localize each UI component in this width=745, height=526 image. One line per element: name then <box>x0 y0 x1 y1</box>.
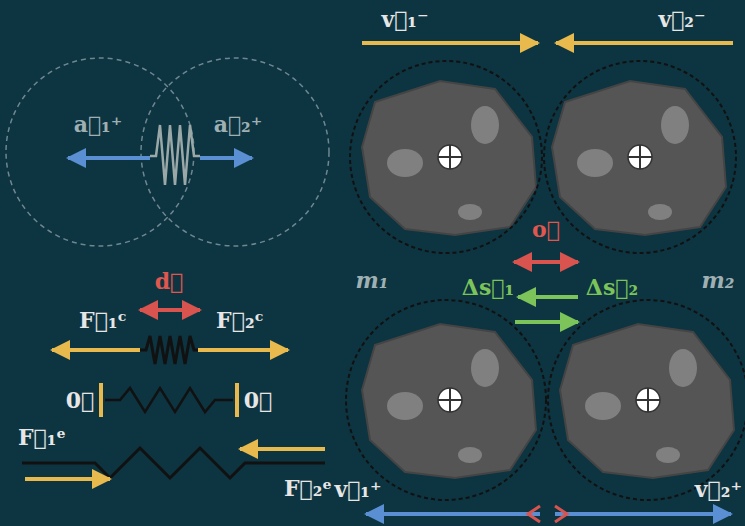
asteroids-top <box>350 61 736 253</box>
force-label: F⃗₁ᶜ <box>79 308 127 332</box>
shift-label: Δs⃗₁ <box>462 275 514 299</box>
velocity-label: v⃗₁⁻ <box>381 7 428 31</box>
zero-force-label: 0⃗ <box>244 388 273 412</box>
acceleration-label: a⃗₂⁺ <box>214 112 263 136</box>
mass-label: m₂ <box>702 268 735 292</box>
shift-label: Δs⃗₂ <box>586 275 638 299</box>
force-label: F⃗₂ᶜ <box>216 308 264 332</box>
displacement-label: d⃗ <box>155 269 184 293</box>
extended-spring <box>22 448 325 479</box>
acceleration-label: a⃗₁⁺ <box>74 112 123 136</box>
spring-sketch <box>6 58 329 246</box>
asteroids-bottom <box>346 300 745 500</box>
mass-label: m₁ <box>356 268 389 292</box>
force-label: F⃗₁ᵉ <box>18 425 66 449</box>
rest-spring <box>101 383 237 417</box>
overlap-arrows <box>514 262 578 322</box>
velocity-label: v⃗₂⁺ <box>695 477 742 501</box>
velocity-label: v⃗₁⁺ <box>334 477 381 501</box>
zero-force-label: 0⃗ <box>66 388 95 412</box>
force-label: F⃗₂ᵉ <box>284 476 332 500</box>
velocity-before <box>362 43 733 44</box>
overlap-label: o⃗ <box>532 217 560 241</box>
velocity-after <box>366 506 731 522</box>
velocity-label: v⃗₂⁻ <box>658 7 705 31</box>
